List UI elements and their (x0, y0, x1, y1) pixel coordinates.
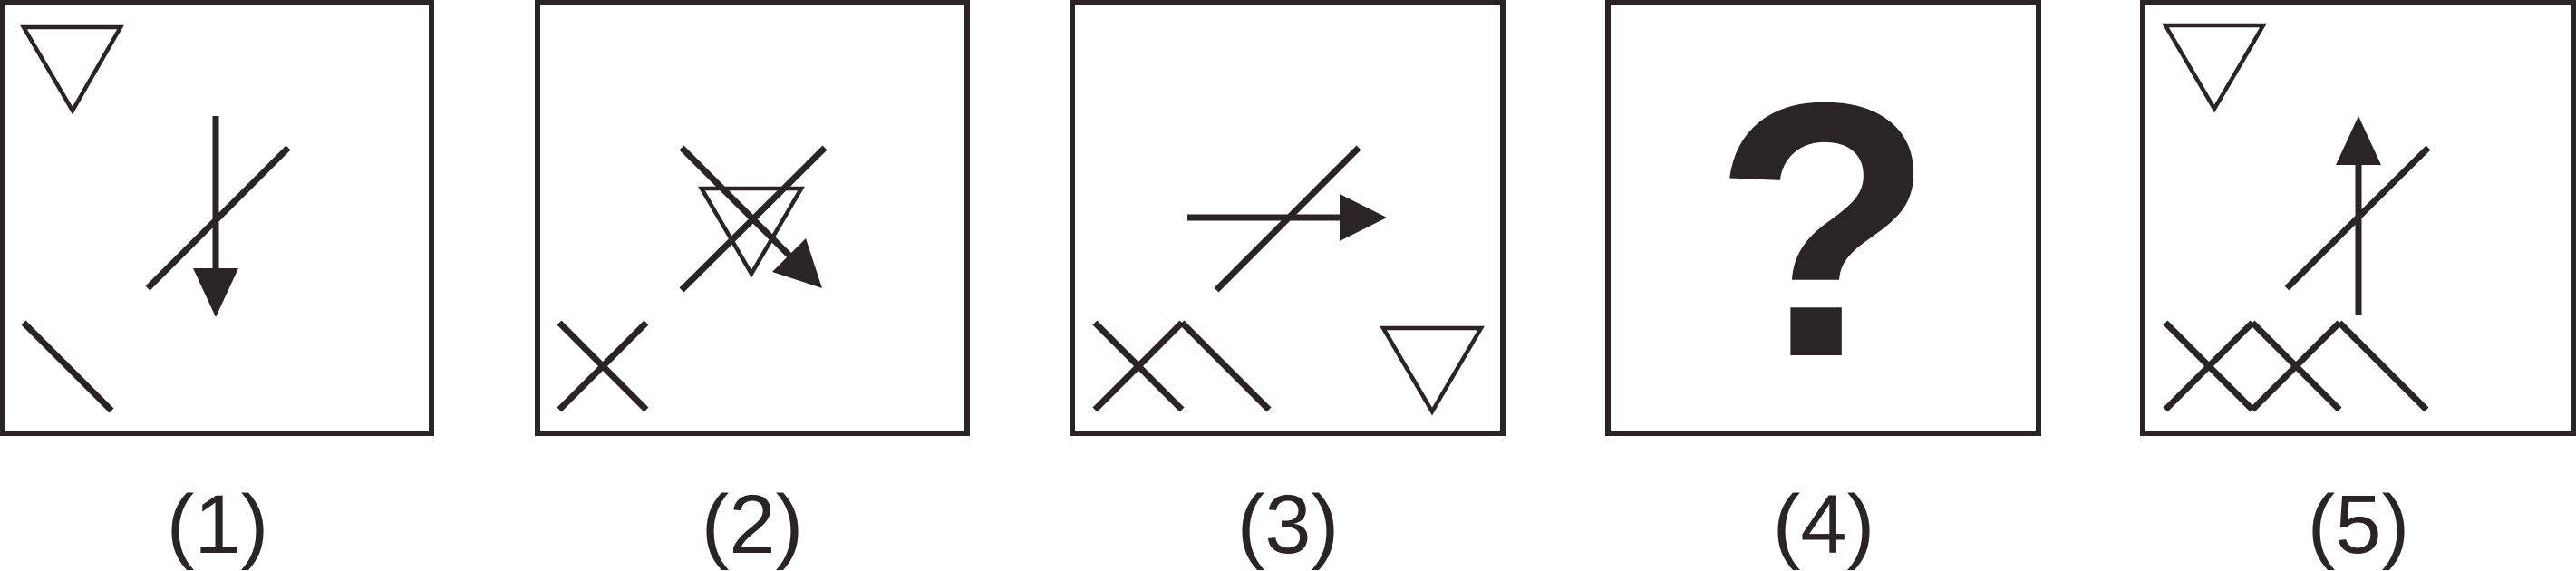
panel-4: ? (1605, 0, 2041, 436)
cross-line-b (2163, 320, 2255, 412)
arrow-up-icon (2336, 116, 2381, 165)
panel-3 (1070, 0, 1506, 436)
question-mark: ? (1713, 27, 1934, 432)
panel-1 (0, 0, 434, 436)
arrow-right-icon (1340, 194, 1387, 241)
panel-label-2: (2) (702, 479, 803, 571)
arrow-diagonal-icon (772, 238, 822, 288)
panel-5 (2140, 0, 2576, 436)
corner-line (2337, 320, 2429, 412)
panel-label-5: (5) (2308, 479, 2409, 571)
cross-line-b (557, 320, 649, 412)
triangle-icon (698, 186, 805, 278)
cross-line-b (1092, 320, 1185, 412)
corner-line (1179, 320, 1272, 412)
triangle-icon (1380, 325, 1485, 416)
panel-2 (535, 0, 970, 436)
panel-4-frame (1605, 0, 2041, 436)
panel-3-frame (1070, 0, 1506, 436)
panel-5-frame (2140, 0, 2576, 436)
triangle-icon (20, 24, 124, 115)
panel-label-4: (4) (1773, 479, 1874, 571)
panel-1-frame (0, 0, 434, 436)
corner-line (21, 320, 114, 413)
panel-2-frame (535, 0, 970, 436)
cross-line-d (2250, 320, 2342, 412)
arrow-shaft (679, 145, 793, 259)
panel-label-1: (1) (167, 479, 268, 571)
arrow-down-icon (193, 268, 238, 317)
triangle-icon (2162, 23, 2267, 113)
panel-label-3: (3) (1237, 479, 1339, 571)
